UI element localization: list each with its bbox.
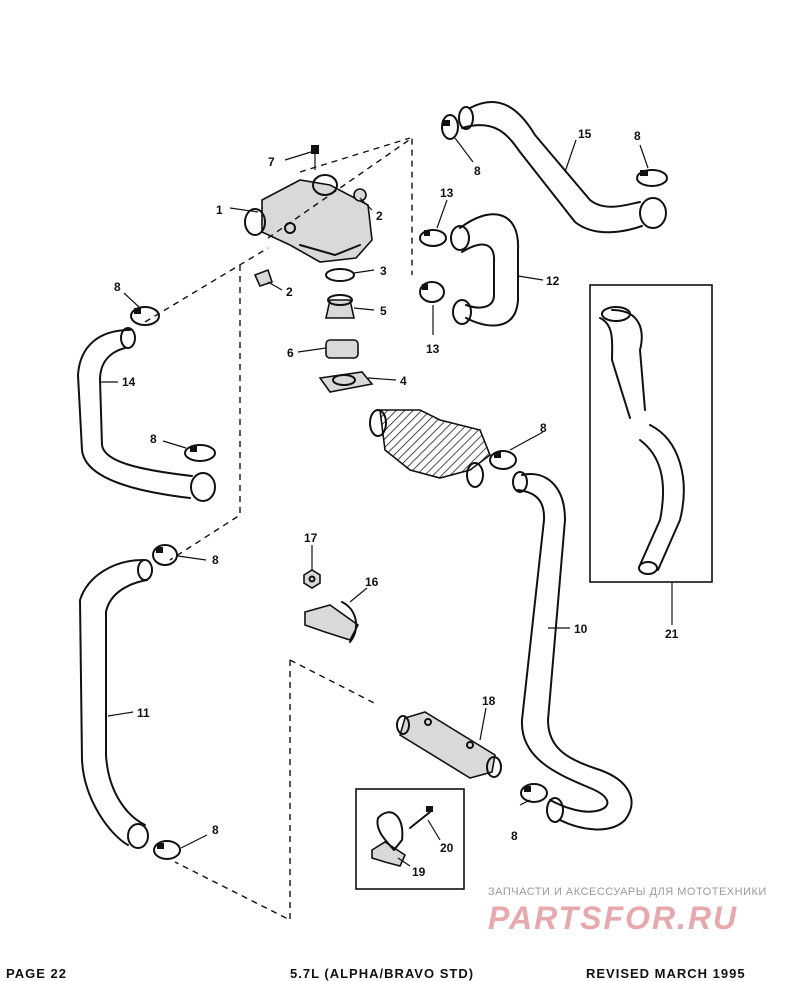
hose-12	[450, 213, 520, 327]
sleeve-6	[325, 339, 359, 359]
nut-17	[303, 569, 321, 589]
callout-21: 21	[665, 627, 679, 641]
callout-13-lower: 13	[426, 342, 440, 356]
clamp-8-center	[489, 450, 517, 470]
footer-revision-date: REVISED MARCH 1995	[586, 966, 746, 981]
callout-10: 10	[574, 622, 588, 636]
callout-2-lower: 2	[286, 285, 293, 299]
hose-10	[512, 471, 633, 831]
plug-2-lower	[253, 268, 274, 287]
callout-8-right-bottom: 8	[511, 829, 518, 843]
callout-14: 14	[122, 375, 136, 389]
fitting-18	[396, 711, 502, 779]
callout-5: 5	[380, 304, 387, 318]
bracket-16	[304, 601, 360, 643]
clamp-13-upper	[419, 229, 447, 247]
callout-6: 6	[287, 346, 294, 360]
clamp-8-left-bottom	[153, 840, 181, 860]
clamp-19	[371, 811, 407, 867]
watermark-tagline: ЗАПЧАСТИ И АКСЕССУАРЫ ДЛЯ МОТОТЕХНИКИ	[488, 886, 767, 898]
callout-19: 19	[412, 865, 426, 879]
clamp-8-top	[441, 114, 459, 140]
screw-20	[409, 806, 433, 829]
clamp-8-right-bottom	[520, 783, 548, 803]
gasket-4	[318, 371, 374, 393]
callout-4: 4	[400, 374, 407, 388]
footer-engine-model: 5.7L (ALPHA/BRAVO STD)	[290, 966, 475, 981]
callout-11: 11	[137, 706, 150, 720]
hose-11	[79, 559, 153, 849]
dashed-line-housing-right	[267, 136, 413, 275]
dashed-line-bottom	[174, 660, 291, 922]
thermostat-housing	[244, 174, 373, 263]
callout-18: 18	[482, 694, 496, 708]
water-pump	[369, 409, 491, 488]
dashed-line-down	[169, 265, 241, 561]
callout-8-left-mid: 8	[150, 432, 157, 446]
hose-14	[77, 327, 216, 502]
thermostat-5	[325, 294, 355, 319]
callout-8-top: 8	[474, 164, 481, 178]
callout-17: 17	[304, 531, 318, 545]
callout-13-upper: 13	[440, 186, 454, 200]
dashed-line-housing-top	[299, 137, 411, 173]
clamp-8-left-lower	[152, 544, 178, 566]
watermark-logo: PARTSFOR.RU	[488, 900, 739, 936]
callout-8-left-top: 8	[114, 280, 121, 294]
callout-7: 7	[268, 155, 275, 169]
callout-1: 1	[216, 203, 223, 217]
callout-8-left-lower: 8	[212, 553, 219, 567]
inset-box-19-20	[355, 788, 465, 890]
bolt-7	[311, 145, 319, 170]
callout-16: 16	[365, 575, 379, 589]
clamp-13-lower	[419, 281, 445, 303]
callout-20: 20	[440, 841, 454, 855]
dashed-line-18	[289, 659, 379, 706]
clamp-8-left-mid	[184, 444, 216, 462]
plug-2-upper	[353, 188, 367, 202]
dashed-line-to-14	[144, 247, 269, 323]
leader-lines	[100, 137, 673, 867]
callout-12: 12	[546, 274, 560, 288]
clamp-8-left-top	[130, 306, 160, 326]
callout-3: 3	[380, 264, 387, 278]
callouts: 1 2 2 3 4 5 6 7 8 8 8 8 8 8 8 8 10 11 12…	[114, 127, 679, 879]
hose-15	[458, 101, 667, 234]
callout-15: 15	[578, 127, 592, 141]
gasket-3	[325, 268, 355, 282]
hose-21	[599, 306, 685, 575]
callout-2-upper: 2	[376, 209, 383, 223]
clamp-8-right-top	[636, 169, 668, 187]
callout-8-right-top: 8	[634, 129, 641, 143]
inset-box-21	[589, 284, 713, 583]
callout-8-center: 8	[540, 421, 547, 435]
footer-page-number: PAGE 22	[6, 966, 67, 981]
callout-8-left-bottom: 8	[212, 823, 219, 837]
